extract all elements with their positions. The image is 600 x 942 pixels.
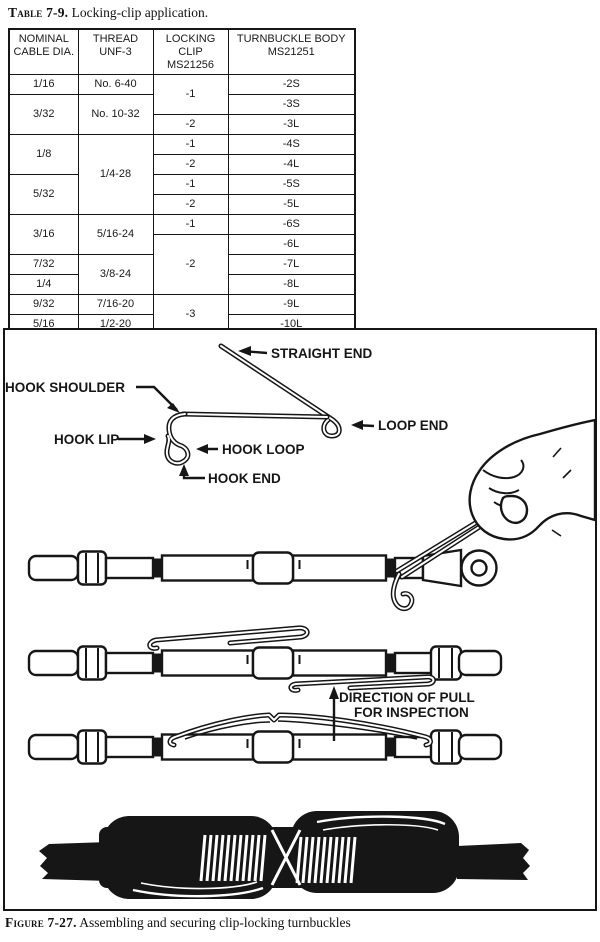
cell-clip: -1 bbox=[152, 174, 229, 195]
clip-highlights bbox=[132, 815, 446, 898]
cell-thread: No. 6-40 bbox=[77, 74, 154, 95]
cell-thread: 3/8-24 bbox=[77, 254, 154, 295]
cell-clip: -1 bbox=[152, 134, 229, 155]
header-locking-clip: LOCKING CLIP MS21256 bbox=[152, 28, 229, 75]
table-title-text: Locking-clip application. bbox=[68, 5, 209, 20]
secured-turnbuckle-silhouette bbox=[39, 811, 530, 899]
label-hook-loop: HOOK LOOP bbox=[222, 442, 305, 457]
cell-dia: 1/16 bbox=[8, 74, 79, 95]
header-nominal-cable-dia: NOMINAL CABLE DIA. bbox=[8, 28, 79, 75]
hand bbox=[468, 418, 595, 541]
cell-clip: -2 bbox=[152, 234, 229, 295]
table-header-row: NOMINAL CABLE DIA. THREAD UNF-3 LOCKING … bbox=[8, 28, 356, 75]
table-row: 3/32 No. 10-32 -3S bbox=[8, 94, 356, 135]
cell-dia: 3/32 bbox=[8, 94, 79, 135]
cell-body: -6L bbox=[227, 234, 356, 255]
figure-illustration: STRAIGHT END HOOK SHOULDER LOOP END HOOK… bbox=[5, 343, 595, 899]
cell-body: -9L bbox=[227, 294, 356, 315]
cell-clip: -1 bbox=[152, 74, 229, 115]
turnbuckle-assembly-2 bbox=[27, 625, 503, 693]
cell-body: -6S bbox=[227, 214, 356, 235]
table-row: -2 -6L bbox=[9, 234, 356, 295]
table-row: 7/32 3/8-24 -7L bbox=[8, 254, 356, 295]
label-straight-end: STRAIGHT END bbox=[271, 346, 373, 361]
figure-frame: STRAIGHT END HOOK SHOULDER LOOP END HOOK… bbox=[3, 328, 597, 911]
cell-body: -3S bbox=[227, 94, 356, 115]
cell-body: -2S bbox=[227, 74, 356, 95]
cell-thread: 5/16-24 bbox=[77, 214, 154, 255]
cell-body: -7L bbox=[227, 254, 356, 275]
cell-dia: 5/32 bbox=[8, 174, 79, 215]
label-hook-lip: HOOK LIP bbox=[54, 432, 119, 447]
table-row: 9/32 7/16-20 -3 -9L bbox=[8, 294, 356, 336]
cell-body: -5L bbox=[227, 194, 356, 215]
label-hook-shoulder: HOOK SHOULDER bbox=[5, 380, 125, 395]
cell-body: -8L bbox=[227, 274, 356, 295]
figure-caption-text: Assembling and securing clip-locking tur… bbox=[76, 915, 351, 930]
cell-clip: -2 bbox=[152, 194, 229, 215]
cell-body: -5S bbox=[227, 174, 356, 195]
clip-diagram: STRAIGHT END HOOK SHOULDER LOOP END HOOK… bbox=[5, 343, 449, 486]
label-direction-of-pull: DIRECTION OF PULL bbox=[339, 690, 475, 705]
cell-thread: No. 10-32 bbox=[77, 94, 154, 135]
cell-body: -3L bbox=[227, 114, 356, 135]
table-row: 1/4 -8L bbox=[8, 274, 356, 295]
table-row: 3/16 5/16-24 -1 -6S bbox=[8, 214, 356, 255]
locking-clip-table: NOMINAL CABLE DIA. THREAD UNF-3 LOCKING … bbox=[8, 28, 356, 336]
table-row: 5/32 -1 -5S bbox=[8, 174, 356, 215]
cell-dia: 1/8 bbox=[8, 134, 79, 175]
label-hook-end: HOOK END bbox=[208, 471, 281, 486]
cell-dia: 7/32 bbox=[8, 254, 79, 275]
figure-caption-label: Figure 7-27. bbox=[5, 915, 77, 930]
cell-body: -4S bbox=[227, 134, 356, 155]
label-for-inspection: FOR INSPECTION bbox=[354, 705, 469, 720]
table-row: 1/16 No. 6-40 -1 -2S bbox=[8, 74, 356, 115]
thread-coils bbox=[199, 834, 357, 884]
header-turnbuckle-body: TURNBUCKLE BODY MS21251 bbox=[227, 28, 356, 75]
cell-clip: -2 bbox=[152, 154, 229, 175]
cell-dia: 3/16 bbox=[8, 214, 79, 255]
cell-thread: 7/16-20 bbox=[77, 294, 154, 315]
cell-dia: 9/32 bbox=[8, 294, 79, 315]
turnbuckle-assembly-1 bbox=[27, 418, 595, 612]
cell-dia: 1/4 bbox=[8, 274, 79, 295]
cell-clip: -2 bbox=[152, 114, 229, 135]
header-thread: THREAD UNF-3 bbox=[77, 28, 154, 75]
table-row: 1/8 1/4-28 -1 -4S bbox=[8, 134, 356, 215]
label-loop-end: LOOP END bbox=[378, 418, 449, 433]
cell-body: -4L bbox=[227, 154, 356, 175]
direction-of-pull-annotation: DIRECTION OF PULL FOR INSPECTION bbox=[329, 686, 475, 741]
cell-clip: -1 bbox=[152, 214, 229, 235]
table-title-label: Table 7-9. bbox=[8, 5, 69, 20]
table-title: Table 7-9. Locking-clip application. bbox=[8, 5, 208, 21]
cell-thread: 1/4-28 bbox=[77, 134, 154, 215]
figure-caption: Figure 7-27. Assembling and securing cli… bbox=[5, 915, 351, 931]
turnbuckle-assembly-3: DIRECTION OF PULL FOR INSPECTION bbox=[27, 686, 503, 765]
